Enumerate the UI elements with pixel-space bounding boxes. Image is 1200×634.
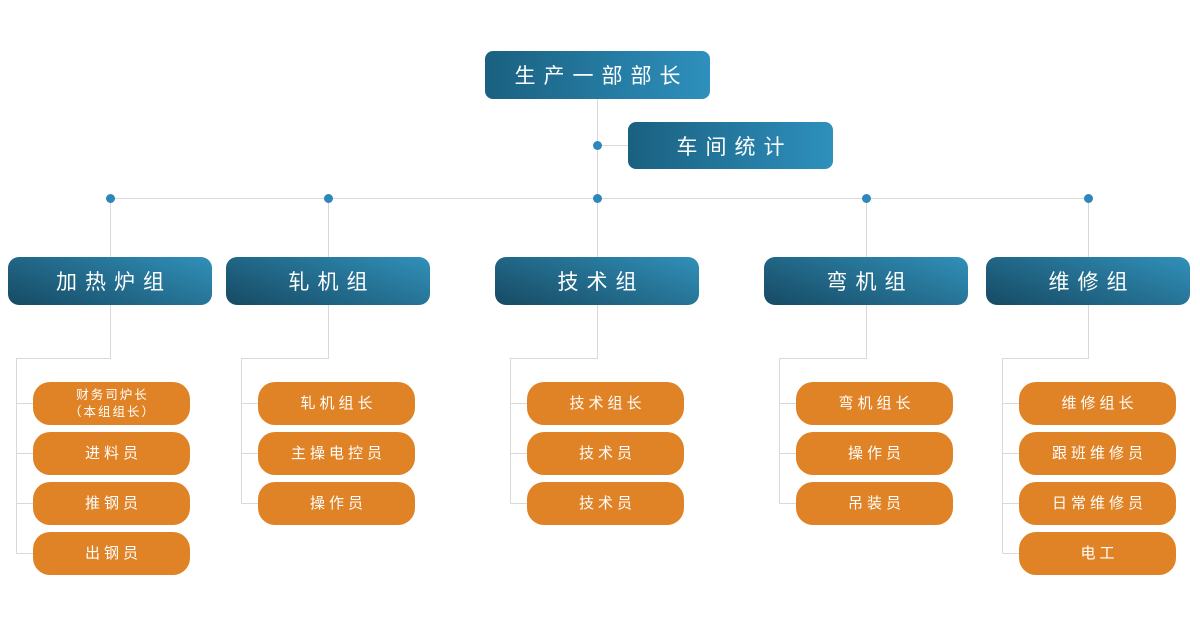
- group-4-box: 弯机组: [764, 257, 968, 305]
- role-sublabel: （本组组长）: [68, 404, 156, 419]
- group-2-role-3: 操作员: [258, 482, 415, 525]
- group-1-role-3: 推钢员: [33, 482, 190, 525]
- role-label: 弯机组长: [838, 394, 915, 412]
- role-label: 维修组长: [1061, 394, 1138, 412]
- group-4-role-2: 操作员: [796, 432, 953, 475]
- connector-group-1: [16, 305, 111, 554]
- group-3-role-2: 技术员: [527, 432, 684, 475]
- group-1-role-4: 出钢员: [33, 532, 190, 575]
- role-label: 技术组长: [569, 394, 646, 412]
- role-label: 技术员: [578, 444, 636, 462]
- connector-group-3: [510, 305, 598, 504]
- junction-dot-assistant: [593, 141, 602, 150]
- group-2-role-2: 主操电控员: [258, 432, 415, 475]
- junction-dot-group-4: [862, 194, 871, 203]
- role-label: 电工: [1080, 544, 1119, 562]
- role-label: 吊装员: [847, 494, 905, 512]
- group-1-role-1: 财务司炉长 （本组组长）: [33, 382, 190, 425]
- junction-dot-group-1: [106, 194, 115, 203]
- junction-dot-group-5: [1084, 194, 1093, 203]
- role-label: 技术员: [578, 494, 636, 512]
- group-3-role-1: 技术组长: [527, 382, 684, 425]
- org-node-assistant: 车间统计: [628, 122, 833, 169]
- group-5-box: 维修组: [986, 257, 1190, 305]
- role-label: 操作员: [847, 444, 905, 462]
- group-5-role-2: 跟班维修员: [1019, 432, 1176, 475]
- group-4-label: 弯机组: [826, 271, 914, 294]
- group-3-box: 技术组: [495, 257, 699, 305]
- group-5-role-4: 电工: [1019, 532, 1176, 575]
- connector-group-2: [241, 305, 329, 504]
- group-3-label: 技术组: [557, 271, 645, 294]
- role-label: 日常维修员: [1051, 494, 1147, 512]
- role-label: 轧机组长: [300, 394, 377, 412]
- role-label: 推钢员: [84, 494, 142, 512]
- role-label: 财务司炉长: [76, 387, 149, 402]
- group-4-role-3: 吊装员: [796, 482, 953, 525]
- group-2-role-1: 轧机组长: [258, 382, 415, 425]
- connector-group-4: [779, 305, 867, 504]
- group-4-role-1: 弯机组长: [796, 382, 953, 425]
- group-1-role-2: 进料员: [33, 432, 190, 475]
- group-2-box: 轧机组: [226, 257, 430, 305]
- role-label: 跟班维修员: [1051, 444, 1147, 462]
- root-label: 生产一部部长: [514, 65, 689, 88]
- group-5-role-1: 维修组长: [1019, 382, 1176, 425]
- junction-dot-group-2: [324, 194, 333, 203]
- role-label: 进料员: [84, 444, 142, 462]
- role-label: 操作员: [309, 494, 367, 512]
- role-label: 出钢员: [84, 544, 142, 562]
- assistant-label: 车间统计: [676, 135, 793, 159]
- group-1-box: 加热炉组: [8, 257, 212, 305]
- group-5-role-3: 日常维修员: [1019, 482, 1176, 525]
- role-label: 主操电控员: [290, 444, 386, 462]
- org-node-root: 生产一部部长: [485, 51, 710, 99]
- group-3-role-3: 技术员: [527, 482, 684, 525]
- connector-group-5: [1002, 305, 1089, 554]
- group-2-label: 轧机组: [288, 271, 376, 294]
- group-1-label: 加热炉组: [56, 271, 172, 294]
- junction-dot-group-3: [593, 194, 602, 203]
- group-5-label: 维修组: [1048, 271, 1136, 294]
